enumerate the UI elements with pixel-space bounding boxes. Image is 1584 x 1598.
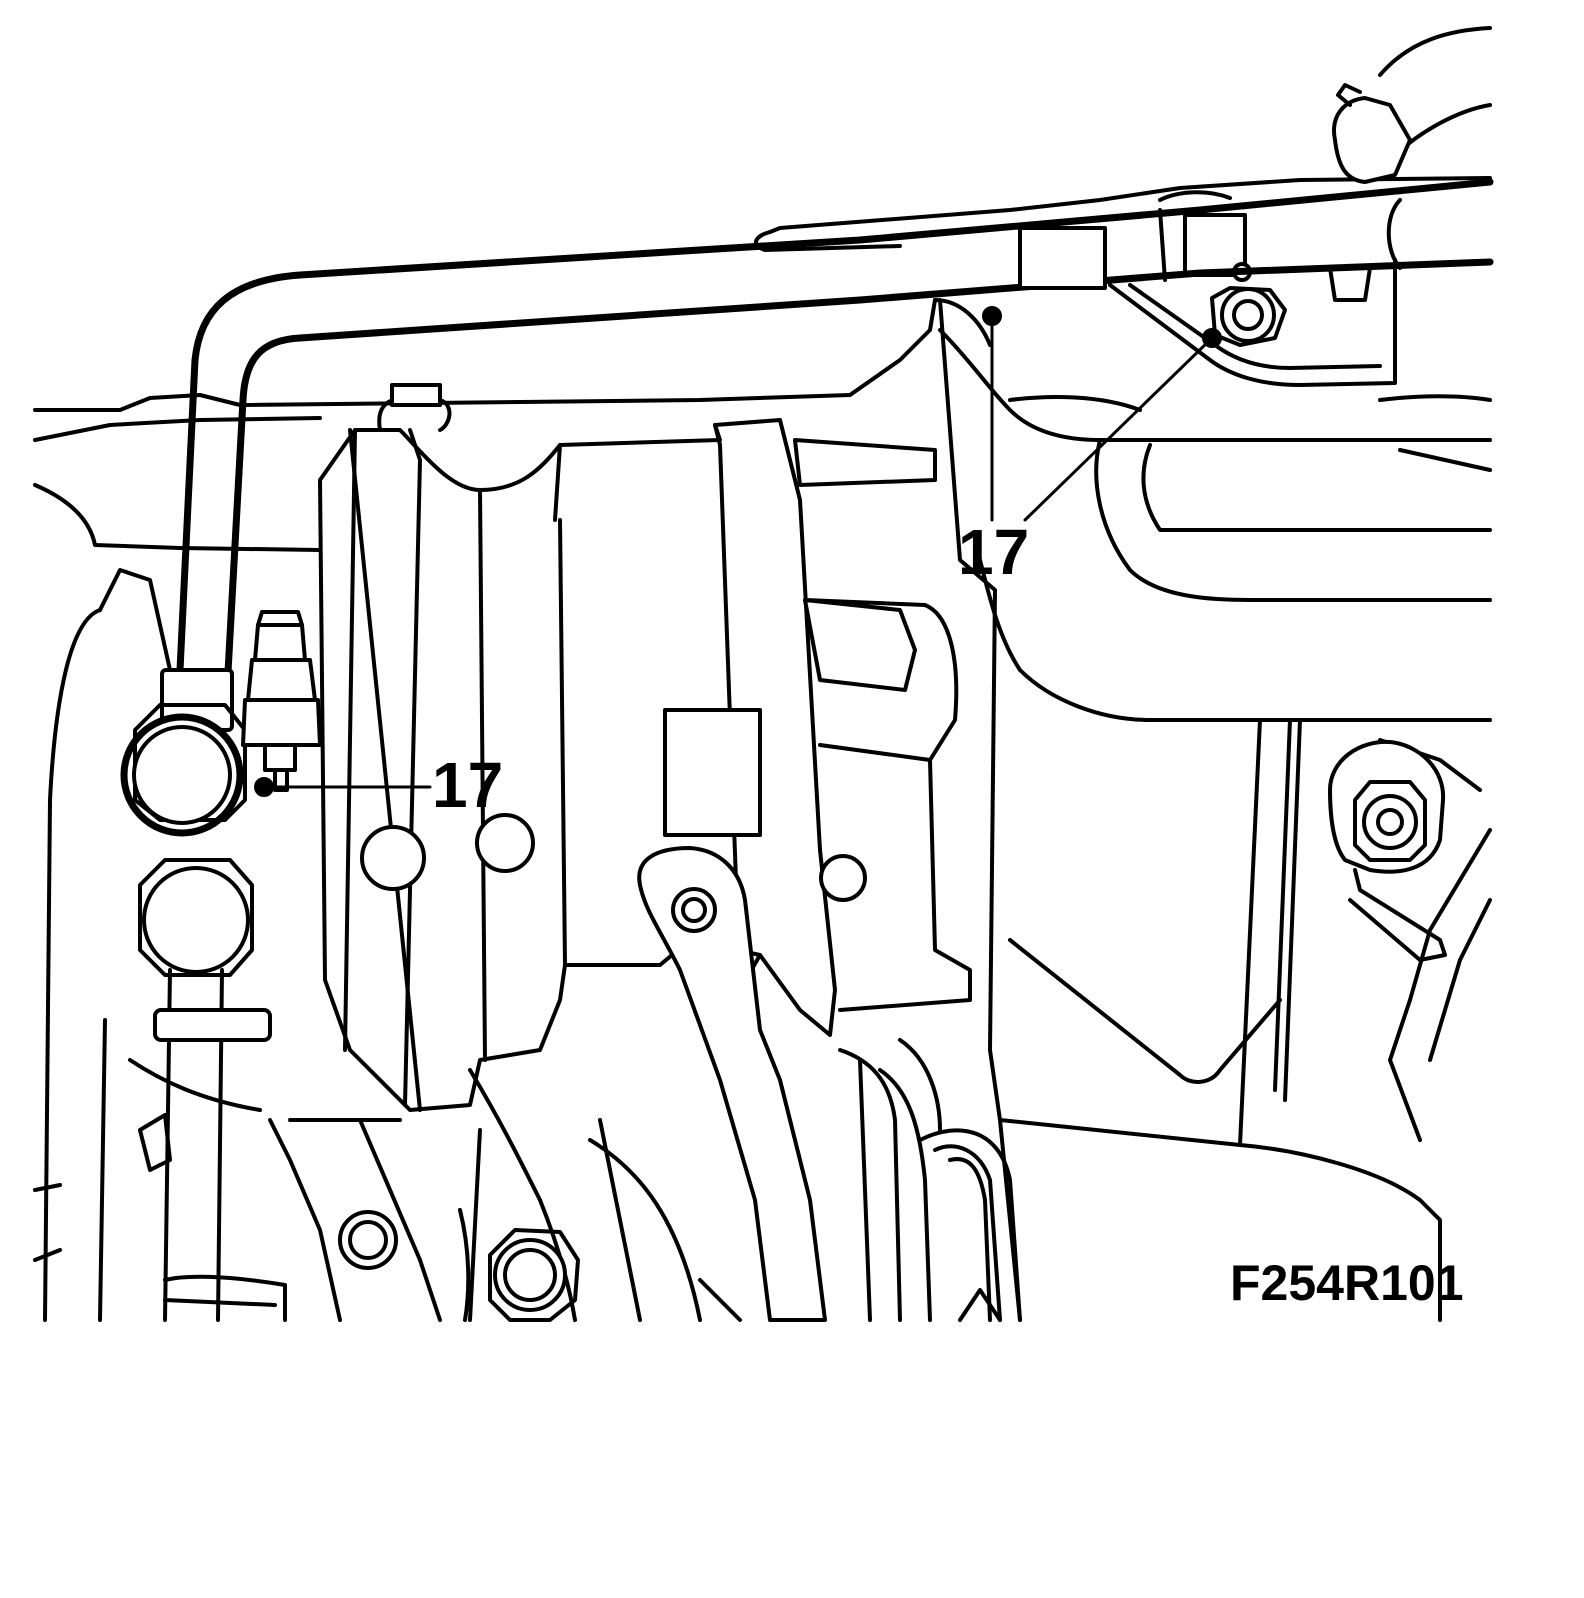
- leader-dot-stud: [254, 777, 274, 797]
- callout-label-lower: 17: [432, 749, 503, 821]
- lower-housing: [268, 1068, 742, 1322]
- clip-bracket: [1108, 213, 1397, 387]
- sensor-stud: [241, 610, 322, 792]
- mounting-bracket: [793, 298, 997, 1052]
- callout-leaders: [254, 306, 1222, 797]
- leader-dot-nut: [1202, 328, 1222, 348]
- leader-upper-diagonal: [1023, 336, 1214, 522]
- pipe-fitting-left: [120, 668, 247, 837]
- left-body-contours: [33, 568, 262, 1322]
- main-pipe: [176, 178, 1494, 676]
- drive-boot: [838, 1038, 1022, 1322]
- hose-top-right: [1332, 26, 1492, 270]
- figure-code-label: F254R101: [1230, 1255, 1464, 1311]
- leader-dot-pipe: [982, 306, 1002, 326]
- lower-left-bolt: [138, 858, 287, 1322]
- callout-label-upper: 17: [958, 516, 1029, 588]
- right-lower-structure: [988, 718, 1492, 1322]
- link-lever: [637, 846, 827, 1322]
